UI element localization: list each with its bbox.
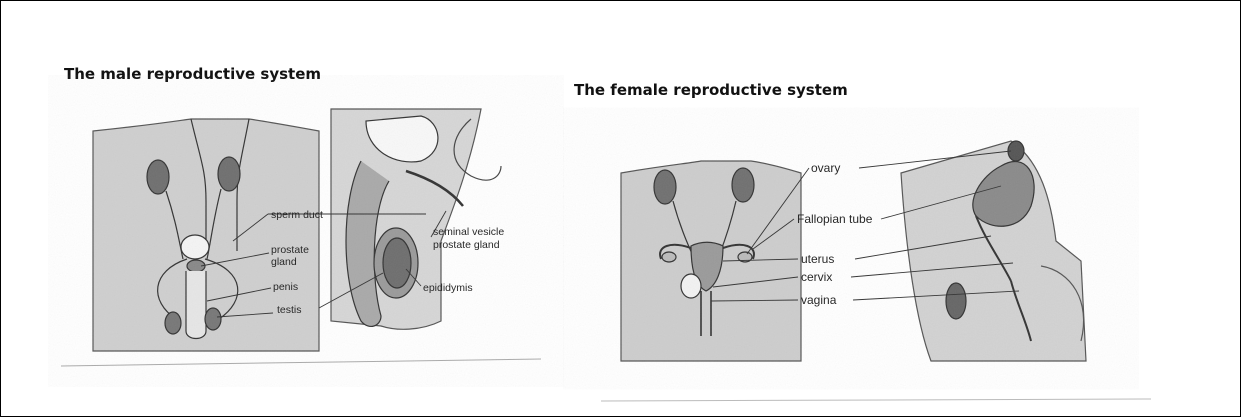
scan-grain-female bbox=[611, 131, 1091, 366]
female-bottom-rule bbox=[601, 399, 1151, 401]
scan-grain-male bbox=[91, 101, 521, 361]
